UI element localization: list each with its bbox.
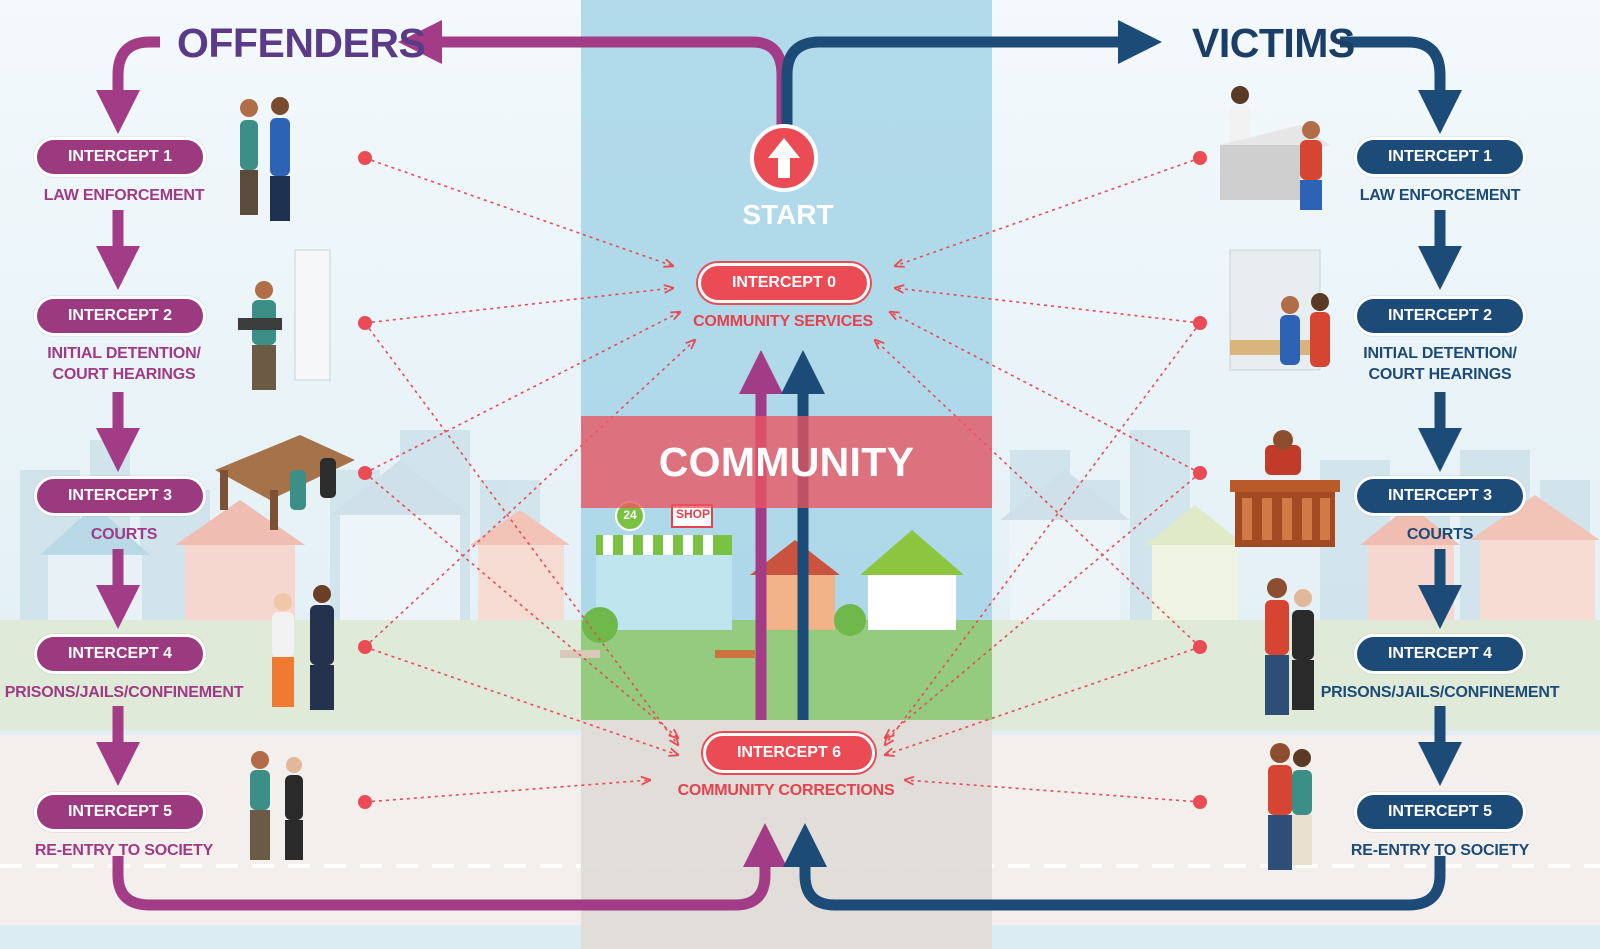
offender-intercept-1-pill: INTERCEPT 1 [34,137,206,177]
victim-courts-label: COURTS [1406,526,1474,543]
booking-window-illustration [1229,249,1330,371]
offender-intercept-5-pill: INTERCEPT 5 [34,792,206,832]
offender-courts-label: COURTS [90,526,158,543]
offender-intercept-2-pill: INTERCEPT 2 [34,296,206,336]
community-label: COMMUNITY [581,416,992,508]
court-table-illustration [215,435,355,530]
community-services-label: COMMUNITY SERVICES [693,313,873,330]
offender-reentry-label: RE-ENTRY TO SOCIETY [34,842,214,859]
victim-intercept-5-pill: INTERCEPT 5 [1354,792,1526,832]
store-number: 24 [623,508,637,522]
visitor-couple-illustration [1265,578,1314,715]
park-grass [581,620,992,720]
victims-title: VICTIMS [1192,20,1355,66]
victim-prisons-label: PRISONS/JAILS/CONFINEMENT [1320,684,1560,701]
center-houses [750,530,964,630]
mugshot-illustration [238,249,331,390]
judge-bench-illustration [1230,430,1340,547]
victims-entry-arrow [1340,36,1462,134]
hugging-couple-illustration [1268,743,1312,870]
offenders-entry-arrow [96,36,160,134]
connector-dots [358,151,1207,809]
dotted-connectors [364,157,1201,803]
police-desk-illustration [1220,86,1330,210]
victim-law-enforcement-label: LAW ENFORCEMENT [1359,187,1521,204]
victim-intercept-1-pill: INTERCEPT 1 [1354,137,1526,177]
reentry-couple-illustration [250,751,303,860]
victim-intercept-2-pill: INTERCEPT 2 [1354,296,1526,336]
offender-law-enforcement-label: LAW ENFORCEMENT [43,187,205,204]
start-to-victims-arrow [781,20,1162,150]
houses-right [1000,470,1600,635]
offender-prisons-label: PRISONS/JAILS/CONFINEMENT [4,684,244,701]
start-icon [750,124,818,192]
intercept-0-pill: INTERCEPT 0 [698,263,870,303]
prisoner-guard-illustration [272,585,334,710]
offenders-title: OFFENDERS [177,20,426,66]
community-corrections-label: COMMUNITY CORRECTIONS [677,782,895,799]
offender-initial-detention-label: INITIAL DETENTION/ COURT HEARINGS [47,345,201,383]
victim-initial-detention-label: INITIAL DETENTION/ COURT HEARINGS [1363,345,1517,383]
shop-sign: SHOP [675,507,710,521]
offender-intercept-3-pill: INTERCEPT 3 [34,476,206,516]
start-to-offenders-arrow [398,20,788,150]
victims-return-arrow [783,823,1446,911]
victim-reentry-label: RE-ENTRY TO SOCIETY [1350,842,1530,859]
shop-building [596,501,732,630]
intercept-6-pill: INTERCEPT 6 [703,733,875,773]
victim-intercept-4-pill: INTERCEPT 4 [1354,634,1526,674]
offenders-return-arrow [112,823,787,911]
start-label: START [742,199,834,230]
officer-arrest-illustration [240,97,290,221]
victim-intercept-3-pill: INTERCEPT 3 [1354,476,1526,516]
offender-intercept-4-pill: INTERCEPT 4 [34,634,206,674]
